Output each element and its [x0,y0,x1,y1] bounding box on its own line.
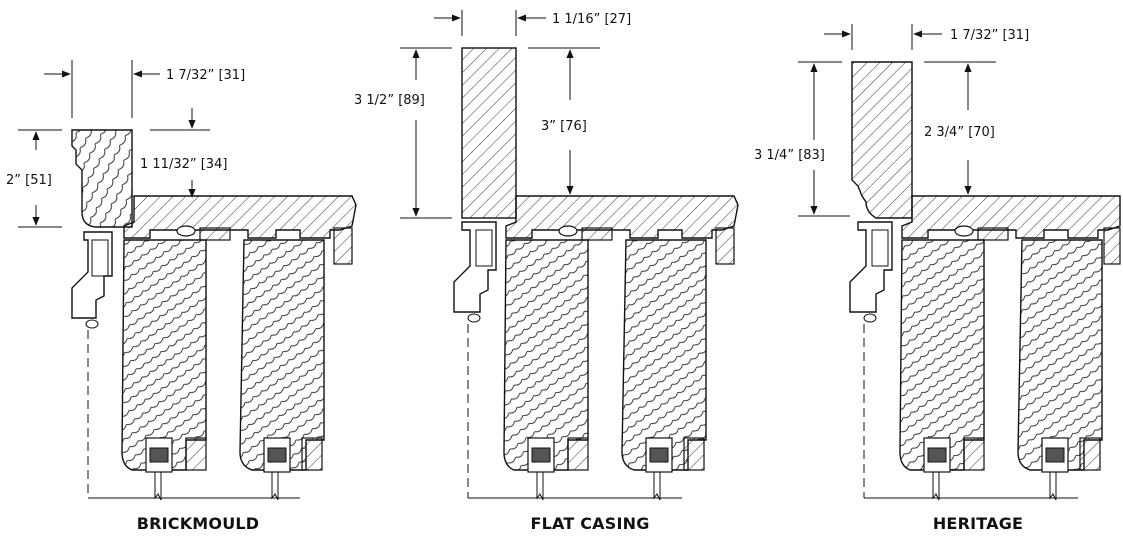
brickmould-projection-label: 1 11/32” [34] [140,157,227,172]
heritage-section [798,24,1121,501]
heritage-height-label: 3 1/4” [83] [754,148,825,163]
brickmould-width-label: 1 7/32” [31] [166,68,245,83]
heritage-nailing-fin [849,221,893,313]
heritage-glazing [923,437,1101,501]
brickmould-sash-right [239,239,325,471]
flat-casing-section [400,10,739,501]
heritage-casing [851,61,913,219]
heritage-projection-label: 2 3/4” [70] [924,125,995,140]
flat-casing-sash-left [503,239,589,471]
brickmould-section [18,60,357,501]
brickmould-casing [71,129,133,228]
brickmould-caption: BRICKMOULD [136,514,260,533]
heritage-sash-right [1017,239,1103,471]
heritage-width-label: 1 7/32” [31] [950,28,1029,43]
brickmould-frame [123,195,357,239]
flat-casing-glazing [527,437,705,501]
brickmould-height-label: 2” [51] [6,173,52,188]
brickmould-glazing [145,437,323,501]
flat-casing-width-label: 1 1/16” [27] [552,12,631,27]
flat-casing-casing [461,47,517,219]
heritage-caption: HERITAGE [932,514,1024,533]
flat-casing-nailing-fin [453,221,497,313]
flat-casing-projection-label: 3” [76] [541,119,587,134]
heritage-frame [901,195,1121,239]
flat-casing-caption: FLAT CASING [530,514,650,533]
flat-casing-height-label: 3 1/2” [89] [354,93,425,108]
flat-casing-frame [505,195,739,239]
flat-casing-sash-right [621,239,707,471]
brickmould-sash-left [121,239,207,471]
heritage-sash-left [899,239,985,471]
